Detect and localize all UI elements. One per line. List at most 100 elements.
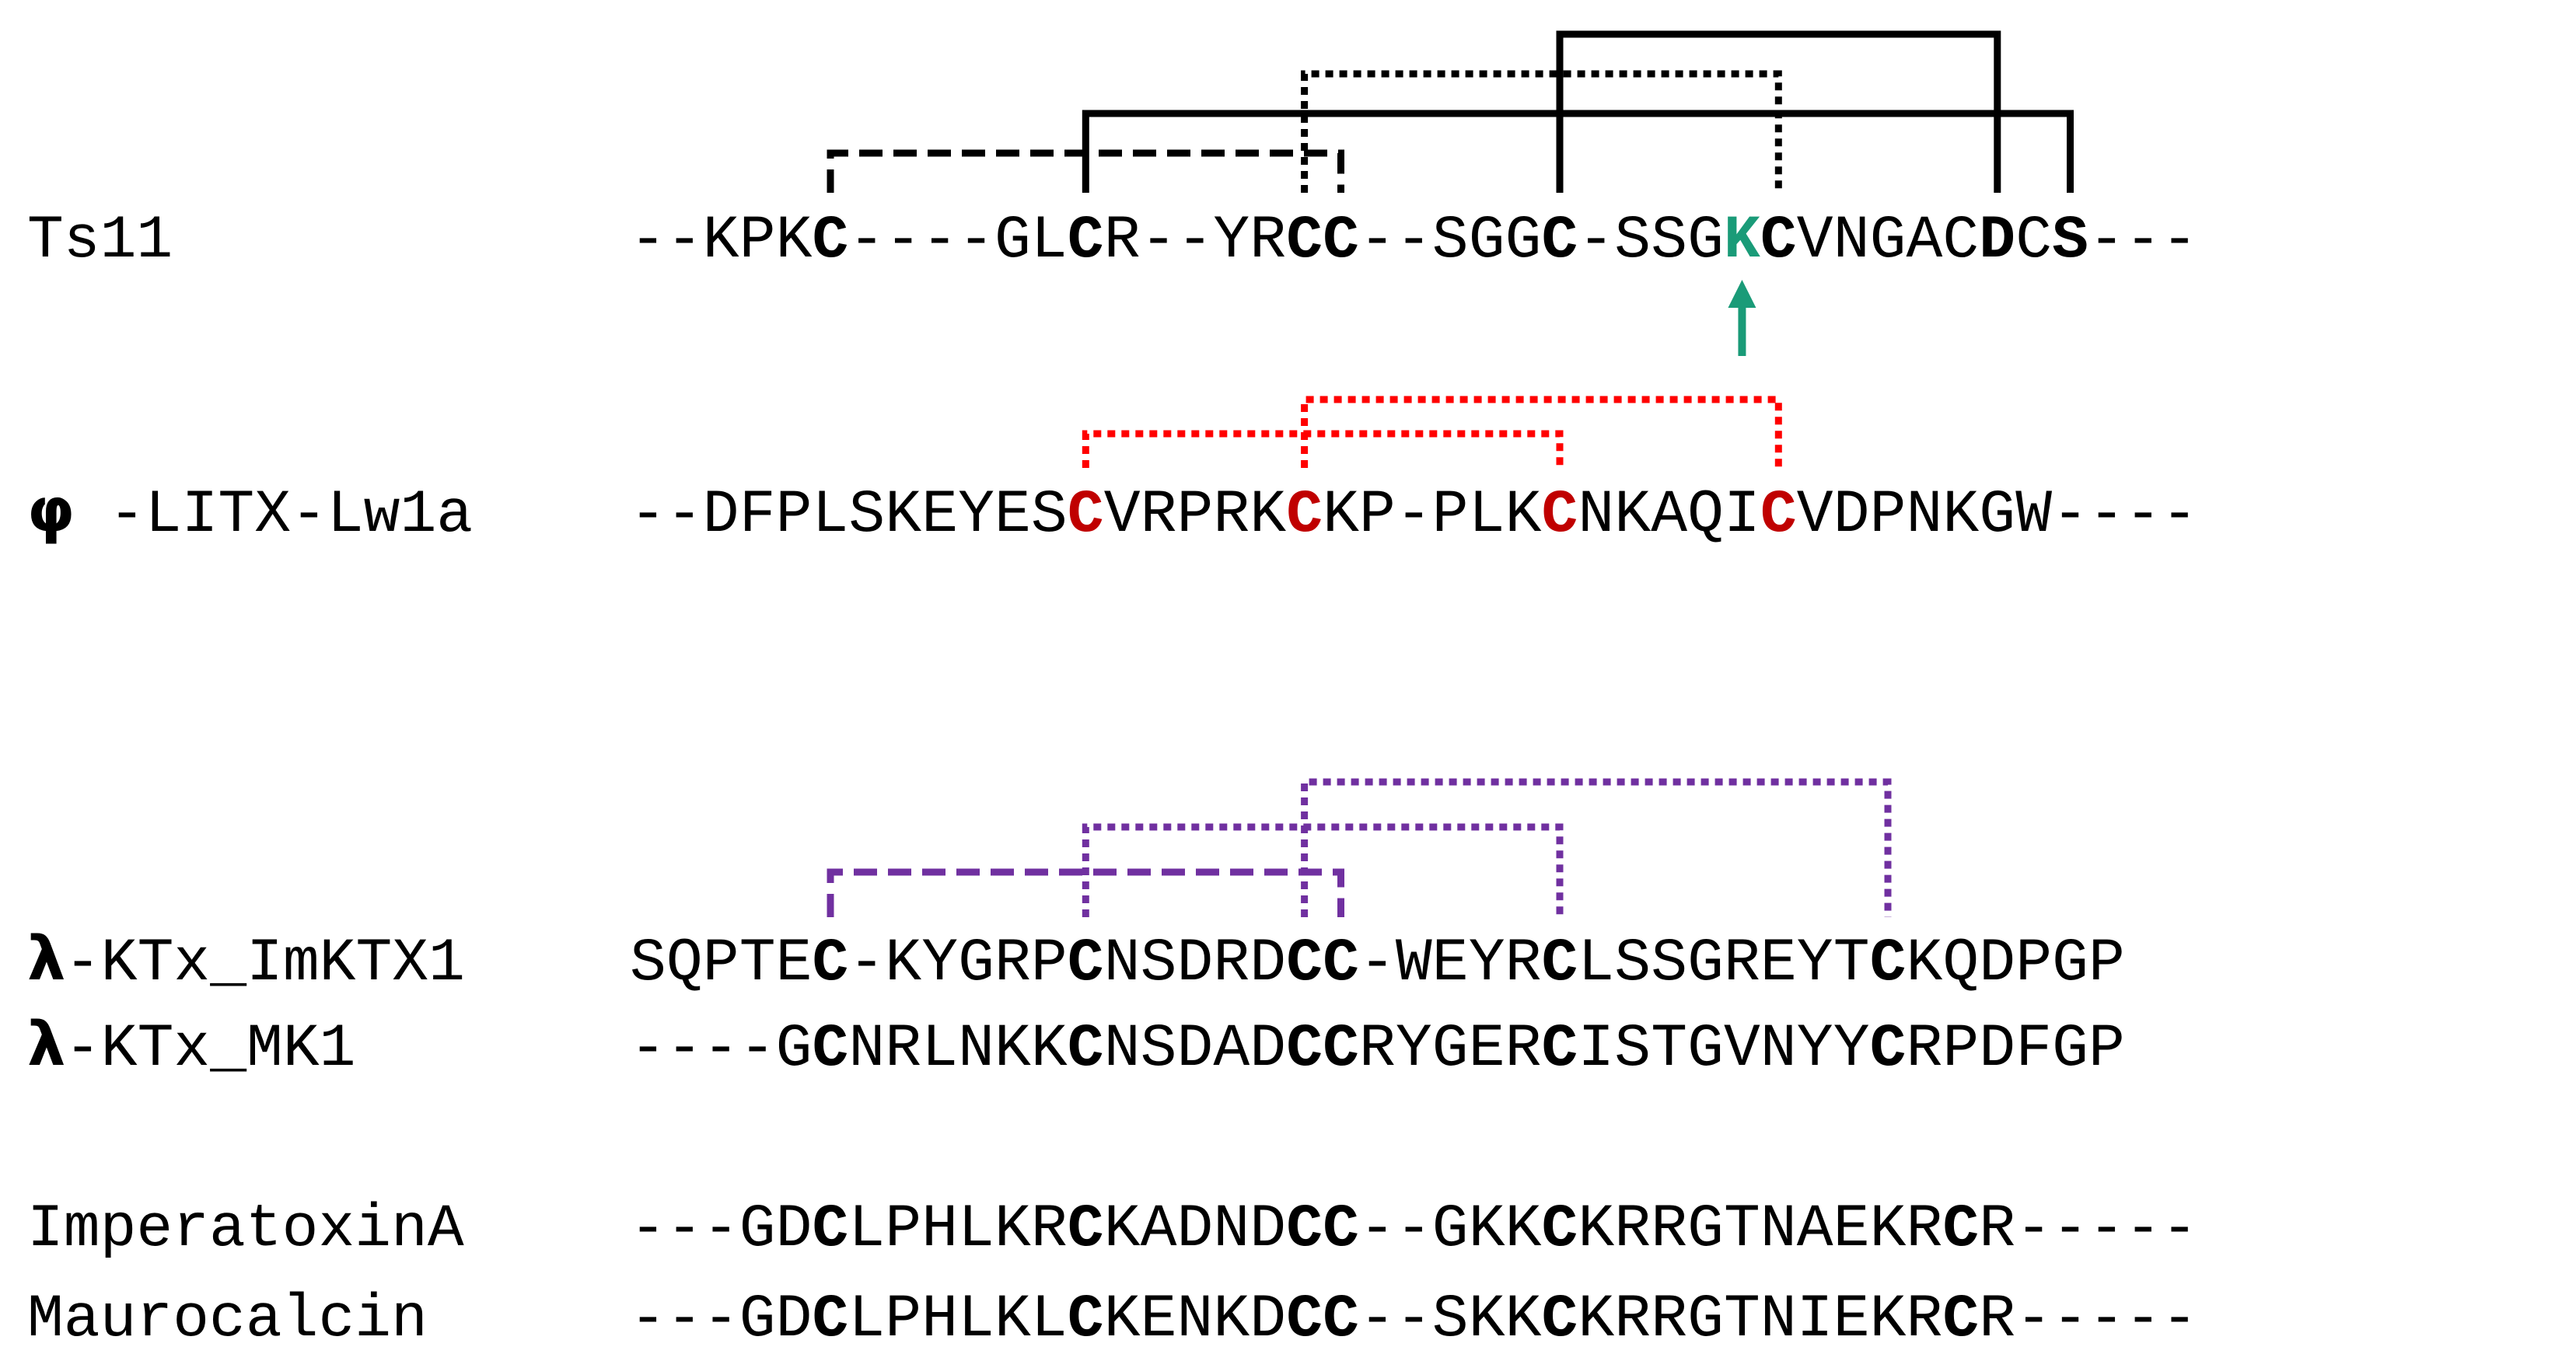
residue: - <box>666 1015 703 1084</box>
residue: R <box>1031 1195 1068 1264</box>
residue: T <box>1724 1286 1760 1354</box>
residue: W <box>2015 481 2052 550</box>
residue: P <box>885 1286 921 1354</box>
residue: K <box>1578 1195 1614 1264</box>
residue: S <box>1614 207 1651 275</box>
residue: - <box>2162 481 2198 550</box>
residue: - <box>2015 1286 2052 1354</box>
residue: K <box>703 207 739 275</box>
residue: - <box>703 1015 739 1084</box>
residue: E <box>1833 1195 1870 1264</box>
residue: W <box>1396 930 1432 998</box>
residue: S <box>1614 930 1651 998</box>
residue: C <box>1323 1195 1359 1264</box>
residue: - <box>2052 1286 2088 1354</box>
residue: R <box>1907 1195 1943 1264</box>
residue: G <box>739 1195 776 1264</box>
residue: C <box>813 207 849 275</box>
residue: - <box>2088 481 2125 550</box>
residue: D <box>1177 930 1214 998</box>
residue: S <box>1141 930 1177 998</box>
residue: C <box>1286 930 1323 998</box>
residue: E <box>1833 1286 1870 1354</box>
residue: T <box>1651 1015 1687 1084</box>
residue: T <box>1724 1195 1760 1264</box>
residue: E <box>1469 1015 1505 1084</box>
sequence-rows: Ts11--KPKC----GLCR--YRCC--SGGC-SSGKCVNGA… <box>27 207 2198 1354</box>
residue: K <box>1469 1286 1505 1354</box>
residue: D <box>1979 1015 2015 1084</box>
disulfide-bond <box>1082 430 1564 468</box>
row-maurocalcin: Maurocalcin---GDCLPHLKLCKENKDCC--SKKCKRR… <box>27 1286 2198 1354</box>
residue: P <box>1031 930 1068 998</box>
residue: N <box>1104 930 1141 998</box>
residue: Y <box>1833 1015 1870 1084</box>
residue: D <box>1177 1195 1214 1264</box>
residue: K <box>885 930 921 998</box>
residue: - <box>666 1286 703 1354</box>
residue: G <box>776 1015 813 1084</box>
residue: C <box>813 1286 849 1354</box>
residue: L <box>848 1195 885 1264</box>
residue: C <box>1760 481 1797 550</box>
row-label: λ-KTx_MK1 <box>27 1010 355 1084</box>
residue: R <box>1979 1195 2015 1264</box>
residue: - <box>1359 930 1396 998</box>
residue: R <box>1213 481 1250 550</box>
residue: P <box>2088 1015 2125 1084</box>
residue: E <box>994 481 1031 550</box>
disulfide-bond <box>1301 70 1782 193</box>
row-sequence: ---GDCLPHLKLCKENKDCC--SKKCKRRGTNIEKRCR--… <box>630 1286 2198 1354</box>
residue: C <box>1068 1195 1104 1264</box>
row-label-symbol: λ <box>27 924 65 994</box>
disulfide-bond <box>827 868 1344 917</box>
row-label: Ts11 <box>27 207 173 275</box>
residue: K <box>1942 481 1979 550</box>
residue: K <box>1614 481 1651 550</box>
residue: C <box>1286 207 1323 275</box>
residue: Y <box>921 930 958 998</box>
residue: K <box>1870 1286 1907 1354</box>
residue: - <box>885 207 921 275</box>
residue: - <box>848 207 885 275</box>
residue: Q <box>1942 930 1979 998</box>
row-label: ImperatoxinA <box>27 1195 464 1264</box>
disulfide-bond <box>1082 823 1564 917</box>
residue: - <box>630 207 666 275</box>
residue: S <box>848 481 885 550</box>
residue: K <box>1907 930 1943 998</box>
residue: - <box>2125 1286 2162 1354</box>
residue: R <box>1651 1286 1687 1354</box>
residue: C <box>1068 930 1104 998</box>
residue: R <box>1614 1286 1651 1354</box>
residue: C <box>1068 1286 1104 1354</box>
residue: G <box>739 1286 776 1354</box>
residue: D <box>776 1195 813 1264</box>
residue: K <box>776 207 813 275</box>
residue: V <box>1724 1015 1760 1084</box>
residue: K <box>1578 1286 1614 1354</box>
residue: K <box>1505 1195 1542 1264</box>
residue: - <box>958 207 994 275</box>
residue: P <box>1870 481 1907 550</box>
residue: C <box>1286 481 1323 550</box>
residue: T <box>1833 930 1870 998</box>
residue: L <box>1031 1286 1068 1354</box>
residue: N <box>958 1015 994 1084</box>
residue: T <box>739 930 776 998</box>
residue: C <box>1068 481 1104 550</box>
residue: - <box>666 481 703 550</box>
residue: - <box>2052 1195 2088 1264</box>
residue: - <box>2162 1195 2198 1264</box>
residue: R <box>1213 930 1250 998</box>
row-sequence: ----GCNRLNKKCNSDADCCRYGERCISTGVNYYCRPDFG… <box>630 1015 2125 1084</box>
residue: - <box>2052 481 2088 550</box>
disulfide-bond <box>1082 110 2074 193</box>
residue: G <box>1687 207 1724 275</box>
residue: G <box>994 207 1031 275</box>
residue: C <box>1323 207 1359 275</box>
residue: D <box>703 481 739 550</box>
